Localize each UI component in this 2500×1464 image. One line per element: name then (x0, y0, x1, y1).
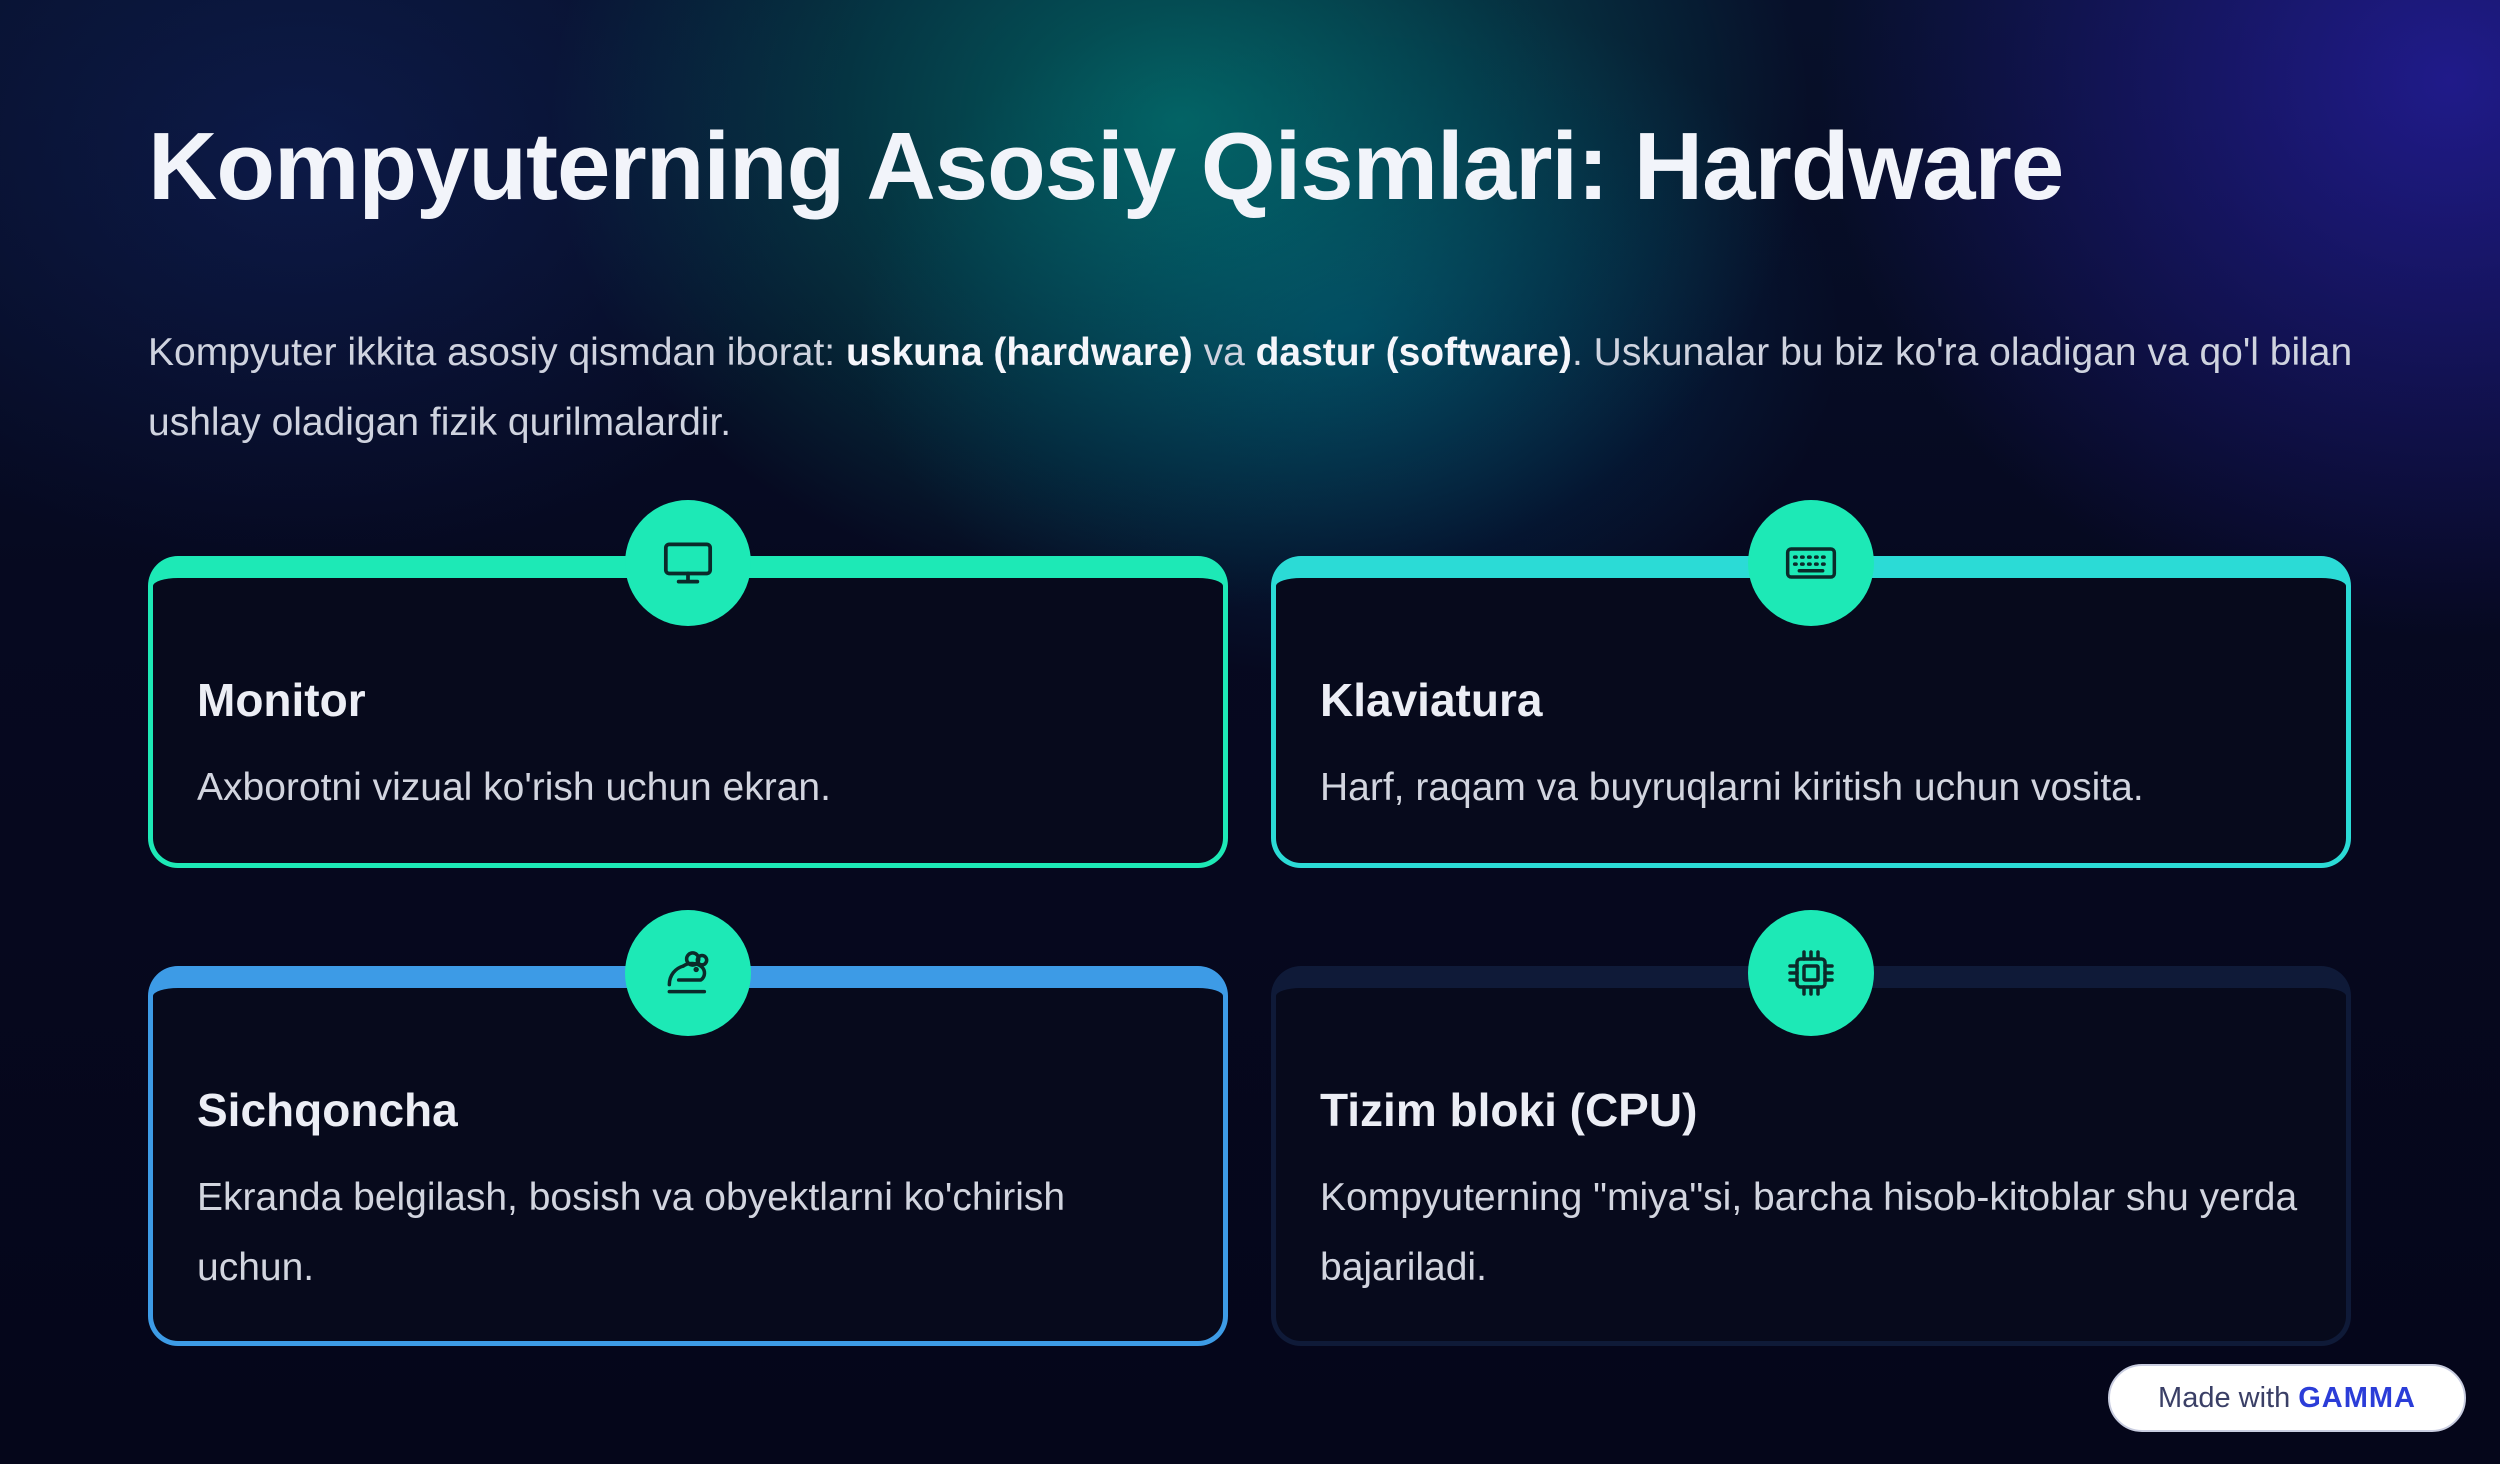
card-description: Axborotni vizual ko'rish uchun ekran. (197, 766, 831, 809)
intro-text-2: va (1192, 331, 1256, 374)
cpu-chip-icon (1748, 910, 1874, 1036)
badge-prefix: Made with (2158, 1381, 2291, 1414)
card-title: Klaviatura (1320, 674, 1543, 726)
card-title: Tizim bloki (CPU) (1320, 1084, 1698, 1136)
card-title: Monitor (197, 674, 366, 726)
card-title: Sichqoncha (197, 1084, 458, 1136)
made-with-gamma-badge[interactable]: Made with GAMMA (2108, 1364, 2466, 1432)
gamma-logo: GAMMA (2298, 1381, 2416, 1414)
intro-text-3: . Uskunalar bu biz ko'ra oladigan va qo'… (148, 331, 2353, 444)
page-title: Kompyuterning Asosiy Qismlari: Hardware (148, 113, 2064, 220)
card-description: Ekranda belgilash, bosish va obyektlarni… (197, 1176, 1066, 1289)
intro-text-1: Kompyuter ikkita asosiy qismdan iborat: (148, 331, 846, 374)
keyboard-icon (1748, 500, 1874, 626)
intro-bold-hardware: uskuna (hardware) (845, 331, 1193, 374)
card-monitor: Monitor Axborotni vizual ko'rish uchun e… (148, 556, 1228, 868)
monitor-icon (625, 500, 751, 626)
intro-bold-software: dastur (software) (1255, 331, 1572, 374)
intro-paragraph: Kompyuter ikkita asosiy qismdan iborat: … (148, 318, 2378, 458)
card-description: Kompyuterning "miya"si, barcha hisob-kit… (1320, 1176, 2298, 1289)
card-description: Harf, raqam va buyruqlarni kiritish uchu… (1320, 766, 2144, 809)
mouse-icon (625, 910, 751, 1036)
